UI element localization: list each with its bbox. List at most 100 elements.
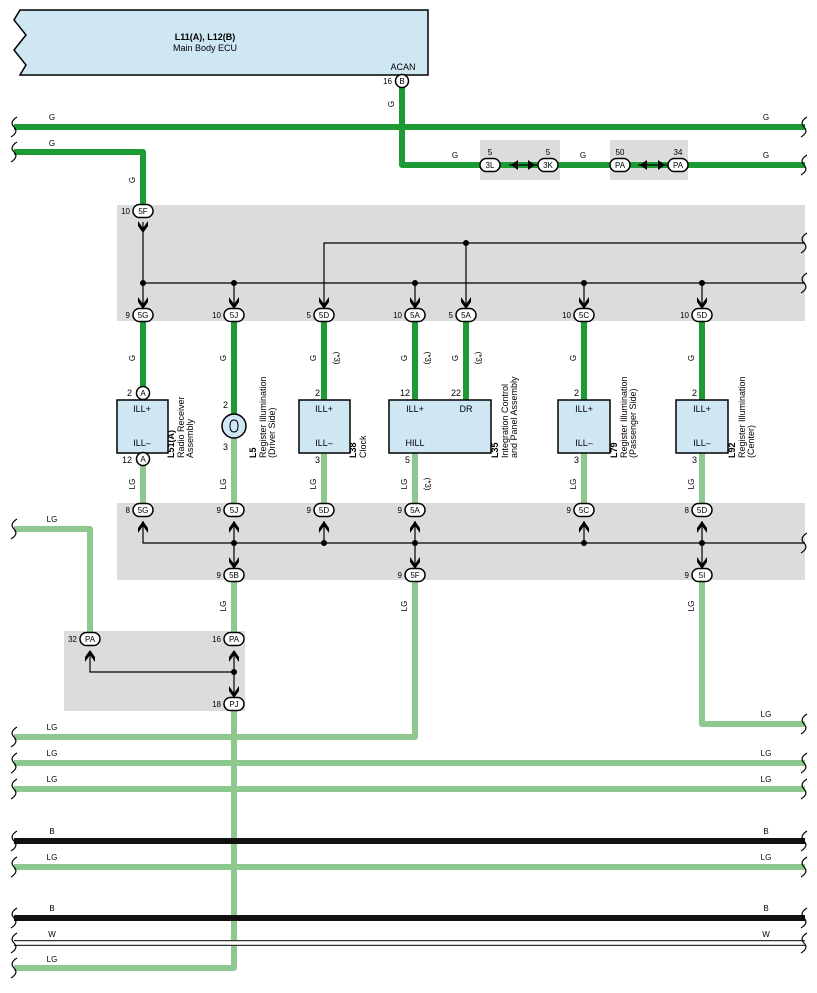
icp-name1: Integration Control xyxy=(500,384,510,458)
g-wires xyxy=(14,86,805,415)
reg-driver-top-pin: 2 xyxy=(223,400,228,410)
connector-c5C_bot: 5C 9 xyxy=(567,502,595,518)
wire-color-label: LG xyxy=(47,775,58,784)
wire-color-label: LG xyxy=(400,601,409,612)
connector-id: 5A xyxy=(410,506,420,515)
connector-id: 5I xyxy=(699,571,706,580)
wire-color-label: B xyxy=(763,827,768,836)
wire-color-label: LG xyxy=(47,955,58,964)
wire-color-label: G xyxy=(451,355,460,361)
icp-name2: and Panel Assembly xyxy=(509,376,519,458)
break-mark xyxy=(10,778,18,800)
connector-pin-no: 5 xyxy=(546,148,551,157)
wire-color-label: G xyxy=(128,355,137,361)
clock-pin-ill-minus: ILL– xyxy=(315,438,333,448)
connector-pin-no: 5 xyxy=(449,311,454,320)
wire-color-label: LG xyxy=(47,853,58,862)
wire-color-label: G xyxy=(763,151,769,160)
reg-center-bot-pin: 3 xyxy=(692,455,697,465)
connector-id: PA xyxy=(229,635,240,644)
connector-pin-no: 34 xyxy=(674,148,683,157)
connector-c3L: 3L5 xyxy=(479,148,501,173)
reg-center-pin-ill-minus: ILL– xyxy=(693,438,711,448)
break-mark xyxy=(800,232,808,254)
connector-pin-no: 9 xyxy=(126,311,131,320)
connector-pin-no: 10 xyxy=(680,311,689,320)
lg-wires xyxy=(14,438,805,971)
break-mark xyxy=(800,907,808,929)
break-mark xyxy=(10,518,18,540)
clock-code: L38 xyxy=(348,442,358,458)
clock-name1: Clock xyxy=(358,435,368,458)
connector-pin-no: 10 xyxy=(212,311,221,320)
connector-pin-no: 8 xyxy=(126,506,131,515)
break-mark xyxy=(800,713,808,735)
break-mark xyxy=(10,116,18,138)
connector-pin-no: 5 xyxy=(488,148,493,157)
connector-pin-no: 9 xyxy=(567,506,572,515)
connector-c5G_bot: 5G8 xyxy=(126,502,154,518)
reg-center-name2: (Center) xyxy=(746,425,756,458)
radio-conn-a-top: A xyxy=(135,385,151,401)
connector-c5A_b_top: 5A 5 xyxy=(449,307,477,323)
break-mark xyxy=(10,141,18,163)
register-illumination-center: ILL+ ILL– 2 3 L92 Register Illumination … xyxy=(675,376,756,465)
note-mark: (*3) xyxy=(474,352,483,365)
radio-name2: Assembly xyxy=(185,418,195,458)
reg-pass-pin-ill-minus: ILL– xyxy=(575,438,593,448)
icp-pin-ill-plus: ILL+ xyxy=(406,404,424,414)
connector-c5I: 5I 9 xyxy=(685,567,713,583)
wire-color-label: LG xyxy=(400,479,409,490)
connector-id: 5D xyxy=(697,506,707,515)
break-mark xyxy=(800,116,808,138)
connector-pin-no: 9 xyxy=(685,571,690,580)
connector-pin-no: 5 xyxy=(307,311,312,320)
break-mark xyxy=(10,907,18,929)
b-w-wires xyxy=(14,838,805,946)
pin-no: 16 xyxy=(383,77,392,86)
connector-c5D_a_top: 5D5 xyxy=(307,307,335,323)
connector-id: PA xyxy=(85,635,96,644)
radio-bot-pin-no: 12 xyxy=(122,455,132,465)
wire-break-marks xyxy=(10,116,808,979)
wire-color-label: LG xyxy=(761,853,772,862)
reg-driver-bot-pin: 3 xyxy=(223,442,228,452)
connector-pin-no: 8 xyxy=(685,506,690,515)
connector-id: 5D xyxy=(319,506,329,515)
connector-pin-no: 10 xyxy=(121,207,130,216)
wire-color-label: G xyxy=(569,355,578,361)
reg-center-code: L92 xyxy=(727,442,737,458)
wire-color-label: LG xyxy=(47,723,58,732)
connector-id: 5J xyxy=(230,506,238,515)
wire-color-label: B xyxy=(763,904,768,913)
break-mark xyxy=(800,830,808,852)
wire-color-label: LG xyxy=(761,710,772,719)
connector-id: 5A xyxy=(461,311,471,320)
break-mark xyxy=(800,856,808,878)
connector-id: 5C xyxy=(579,506,589,515)
clock-top-pin: 2 xyxy=(315,388,320,398)
pin-letter: A xyxy=(140,455,146,464)
wire-color-label: G xyxy=(763,113,769,122)
connector-id: PJ xyxy=(229,700,238,709)
connector-c5D_b_bot: 5D 8 xyxy=(685,502,713,518)
connector-pin-no: 9 xyxy=(217,506,222,515)
wire-color-label: W xyxy=(48,930,56,939)
pin-letter: B xyxy=(399,77,404,86)
radio-name1: Radio Receiver xyxy=(176,396,186,458)
wire-color-label: W xyxy=(762,930,770,939)
clock-bot-pin: 3 xyxy=(315,455,320,465)
connector-c5D_a_bot: 5D9 xyxy=(307,502,335,518)
wire-color-label: LG xyxy=(761,749,772,758)
